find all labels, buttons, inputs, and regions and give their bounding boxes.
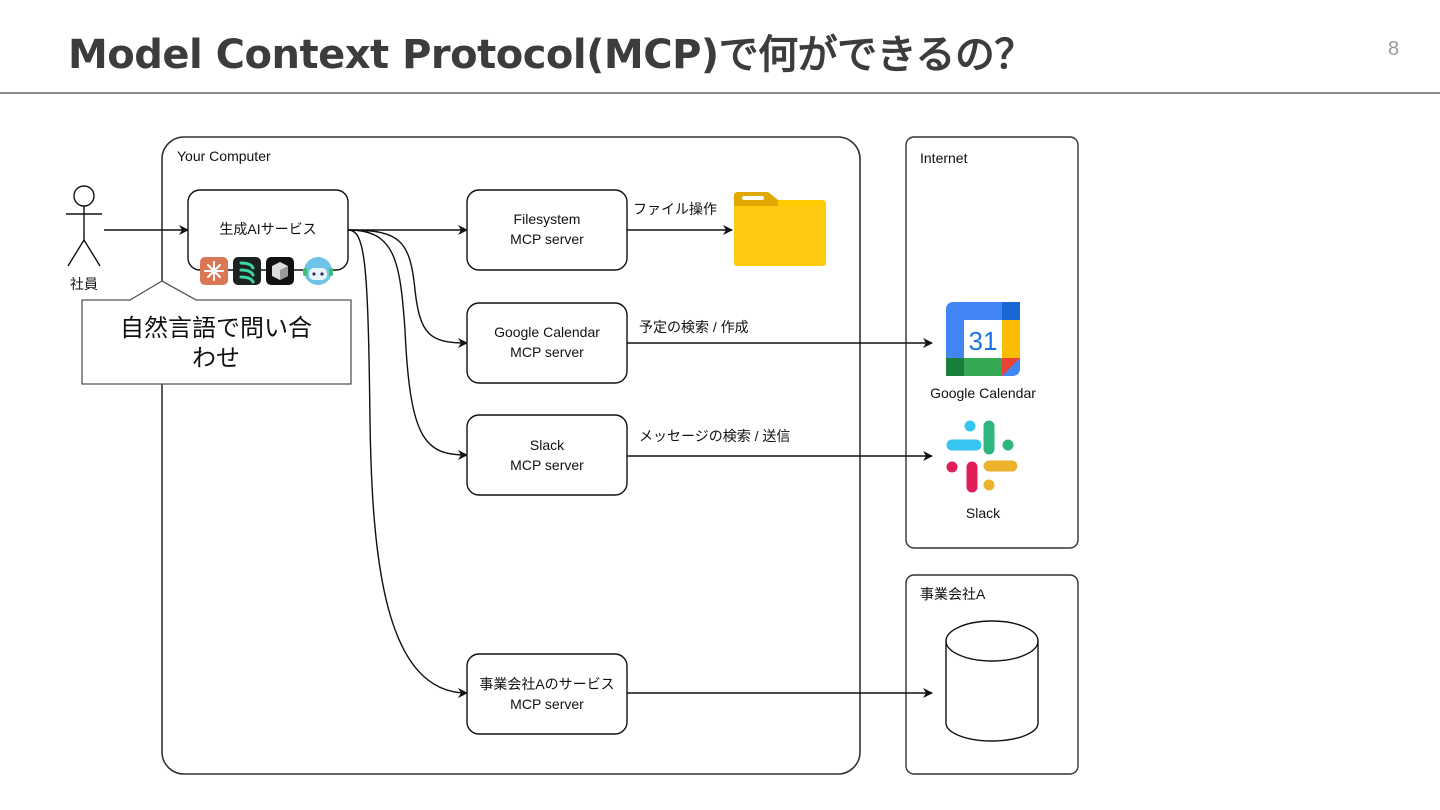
server-type: MCP server	[510, 344, 584, 360]
node-ai-service[interactable]: 生成AIサービス	[187, 189, 349, 285]
server-name: 事業会社Aのサービス	[479, 676, 614, 692]
server-name: Filesystem	[514, 211, 581, 227]
group-label-internet: Internet	[920, 150, 968, 166]
folder-icon	[734, 192, 826, 266]
claude-icon	[200, 257, 228, 285]
edge-label-filesystem: ファイル操作	[633, 201, 717, 217]
group-company-a: 事業会社A	[905, 574, 1079, 775]
server-name: Slack	[530, 437, 565, 453]
callout-line-1: 自然言語で問い合	[120, 315, 312, 342]
page-number: 8	[1388, 38, 1400, 60]
slack-icon	[946, 420, 1018, 493]
edge-ai-to-gcal	[347, 229, 468, 348]
edge-ai-to-slack	[347, 229, 468, 460]
actor-label: 社員	[70, 276, 98, 292]
group-label-company-a: 事業会社A	[920, 586, 986, 602]
chatbot-headset-icon	[303, 257, 333, 285]
page-title: Model Context Protocol(MCP)で何ができるの？	[68, 32, 1034, 78]
node-filesystem-server[interactable]: Filesystem MCP server	[466, 189, 628, 271]
edge-label-slack: メッセージの検索 / 送信	[639, 428, 790, 444]
google-calendar-icon: 31	[946, 302, 1020, 376]
server-type: MCP server	[510, 231, 584, 247]
gcal-day-number: 31	[969, 326, 998, 356]
edge-ai-to-company	[347, 229, 468, 698]
header-divider	[0, 92, 1440, 94]
node-gcal-server[interactable]: Google Calendar MCP server	[466, 302, 628, 384]
cube-app-icon	[266, 257, 294, 285]
stick-figure-icon	[66, 185, 102, 267]
gcal-label: Google Calendar	[930, 385, 1036, 401]
database-icon	[945, 620, 1039, 742]
node-slack-server[interactable]: Slack MCP server	[466, 414, 628, 496]
server-type: MCP server	[510, 696, 584, 712]
server-name: Google Calendar	[494, 324, 600, 340]
actor-employee: 社員	[66, 185, 102, 292]
node-company-server[interactable]: 事業会社Aのサービス MCP server	[466, 653, 628, 735]
group-label-your-computer: Your Computer	[177, 148, 271, 164]
cursor-like-green-icon	[233, 257, 261, 285]
server-type: MCP server	[510, 457, 584, 473]
callout-natural-language: 自然言語で問い合 わせ	[81, 280, 352, 385]
edge-label-gcal: 予定の検索 / 作成	[639, 319, 749, 335]
callout-line-2: わせ	[192, 345, 240, 372]
slack-label: Slack	[966, 505, 1001, 521]
ai-service-label: 生成AIサービス	[219, 221, 316, 237]
